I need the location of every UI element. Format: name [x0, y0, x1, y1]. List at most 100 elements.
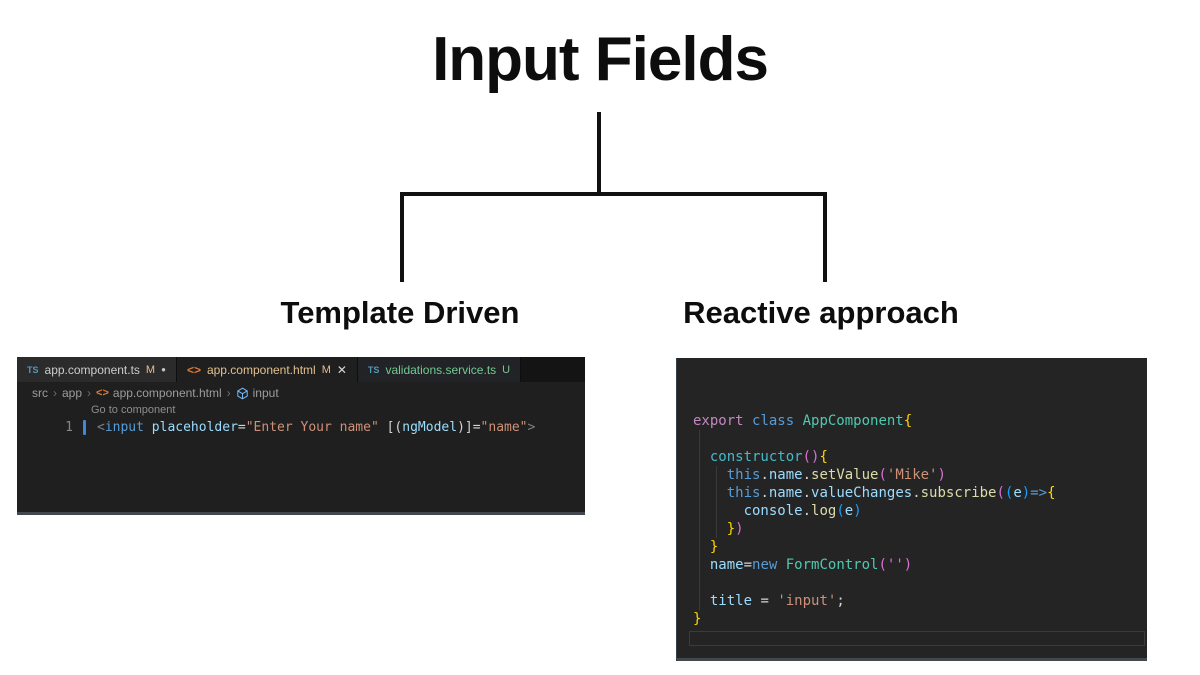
code-token: setValue — [811, 467, 879, 483]
breadcrumb-separator: › — [226, 386, 231, 400]
code-token: e — [1013, 485, 1022, 501]
code-token: this — [726, 485, 761, 501]
reactive-code-lines: export class AppComponent{ constructor()… — [693, 412, 1147, 628]
breadcrumb-item-src[interactable]: src — [32, 386, 48, 400]
tree-connector-bar — [400, 192, 827, 196]
breadcrumb-item-input[interactable]: input — [236, 386, 279, 400]
html-file-icon: <> — [186, 362, 201, 377]
code-token: valueChanges — [811, 485, 913, 501]
code-token: ) — [735, 521, 744, 537]
page-title: Input Fields — [432, 25, 769, 94]
line-number: 1 — [65, 419, 73, 435]
code-token: > — [527, 419, 536, 435]
gutter-modified-indicator — [83, 419, 86, 435]
tree-connector-stem — [597, 112, 601, 194]
code-line[interactable]: name=new FormControl('') — [693, 556, 1147, 574]
code-token: = — [472, 419, 481, 435]
code-token: { — [903, 413, 913, 429]
code-token: AppComponent — [802, 413, 904, 429]
git-status-badge: M — [321, 363, 331, 376]
code-token: ) — [853, 503, 862, 519]
breadcrumb-label: src — [32, 386, 48, 400]
code-line[interactable]: }) — [693, 520, 1147, 538]
html-file-icon: <> — [96, 387, 109, 399]
code-token: name — [768, 485, 803, 501]
code-token: = — [743, 557, 753, 573]
tab-label: app.component.html — [206, 362, 316, 377]
code-token: placeholder — [151, 419, 238, 435]
code-token — [693, 521, 727, 537]
code-token: name — [768, 467, 803, 483]
close-tab-icon[interactable]: ✕ — [336, 362, 347, 377]
code-token: . — [802, 503, 812, 519]
typescript-file-icon: TS — [27, 364, 39, 375]
code-token: . — [802, 485, 812, 501]
tree-connector-left — [400, 192, 404, 282]
tree-connector-right — [823, 192, 827, 282]
code-token: = — [237, 419, 246, 435]
code-token: () — [802, 449, 820, 465]
code-token: new — [752, 557, 778, 573]
breadcrumb-item-app[interactable]: app — [62, 386, 82, 400]
code-token — [693, 503, 744, 519]
code-token: export — [693, 413, 753, 429]
code-line[interactable]: } — [693, 610, 1147, 628]
breadcrumb: src›app›<>app.component.html›input — [17, 382, 585, 404]
html-code-line: <input placeholder="Enter Your name" [(n… — [97, 420, 535, 435]
codelens-go-to-component[interactable]: Go to component — [91, 404, 176, 416]
code-token: "Enter Your name" — [245, 419, 379, 435]
code-token: FormControl — [785, 557, 879, 573]
tab-label: validations.service.ts — [385, 362, 497, 377]
branch-label-template-driven: Template Driven — [280, 295, 520, 330]
breadcrumb-item-app-component-html[interactable]: <>app.component.html — [96, 386, 222, 400]
code-token: ( — [836, 503, 845, 519]
code-token: ) — [1021, 485, 1031, 501]
code-line[interactable]: title = 'input'; — [693, 592, 1147, 610]
reactive-code-panel: export class AppComponent{ constructor()… — [676, 358, 1147, 661]
code-line[interactable]: constructor(){ — [693, 448, 1147, 466]
code-token: console — [743, 503, 803, 519]
code-token: ( — [1004, 485, 1014, 501]
code-token: . — [802, 467, 812, 483]
code-token — [693, 593, 710, 609]
code-token: . — [912, 485, 921, 501]
git-status-badge: U — [502, 363, 511, 376]
code-line[interactable]: this.name.valueChanges.subscribe((e)=>{ — [693, 484, 1147, 502]
code-token: ngModel — [402, 419, 458, 435]
code-token: . — [760, 485, 769, 501]
code-token: "name" — [480, 419, 528, 435]
code-token: ( — [878, 557, 887, 573]
current-line-highlight — [689, 631, 1145, 646]
code-line[interactable]: this.name.setValue('Mike') — [693, 466, 1147, 484]
code-token: ( — [996, 485, 1005, 501]
symbol-cube-icon — [236, 387, 249, 400]
code-token: ) — [937, 467, 946, 483]
code-line[interactable]: export class AppComponent{ — [693, 412, 1147, 430]
code-line[interactable]: } — [693, 538, 1147, 556]
breadcrumb-separator: › — [53, 386, 57, 400]
breadcrumb-label: app.component.html — [112, 386, 222, 400]
code-token: name — [709, 557, 744, 573]
code-line[interactable] — [693, 574, 1147, 592]
indent-guide — [716, 466, 717, 538]
code-token: ) — [903, 557, 913, 573]
tab-app-component-html[interactable]: <> app.component.html M ✕ — [176, 357, 358, 382]
code-token: . — [760, 467, 769, 483]
code-token: constructor — [709, 449, 803, 465]
code-token: subscribe — [920, 485, 997, 501]
code-line[interactable]: console.log(e) — [693, 502, 1147, 520]
code-token: )] — [457, 419, 473, 435]
editor-code-row[interactable]: 1 <input placeholder="Enter Your name" [… — [17, 418, 585, 436]
code-token: } — [726, 521, 736, 537]
code-line[interactable] — [693, 430, 1147, 448]
code-token: } — [693, 611, 702, 627]
code-token: { — [1047, 485, 1056, 501]
branch-label-reactive-approach: Reactive approach — [683, 295, 959, 330]
code-token: this — [726, 467, 761, 483]
code-token: 'input' — [777, 593, 837, 609]
